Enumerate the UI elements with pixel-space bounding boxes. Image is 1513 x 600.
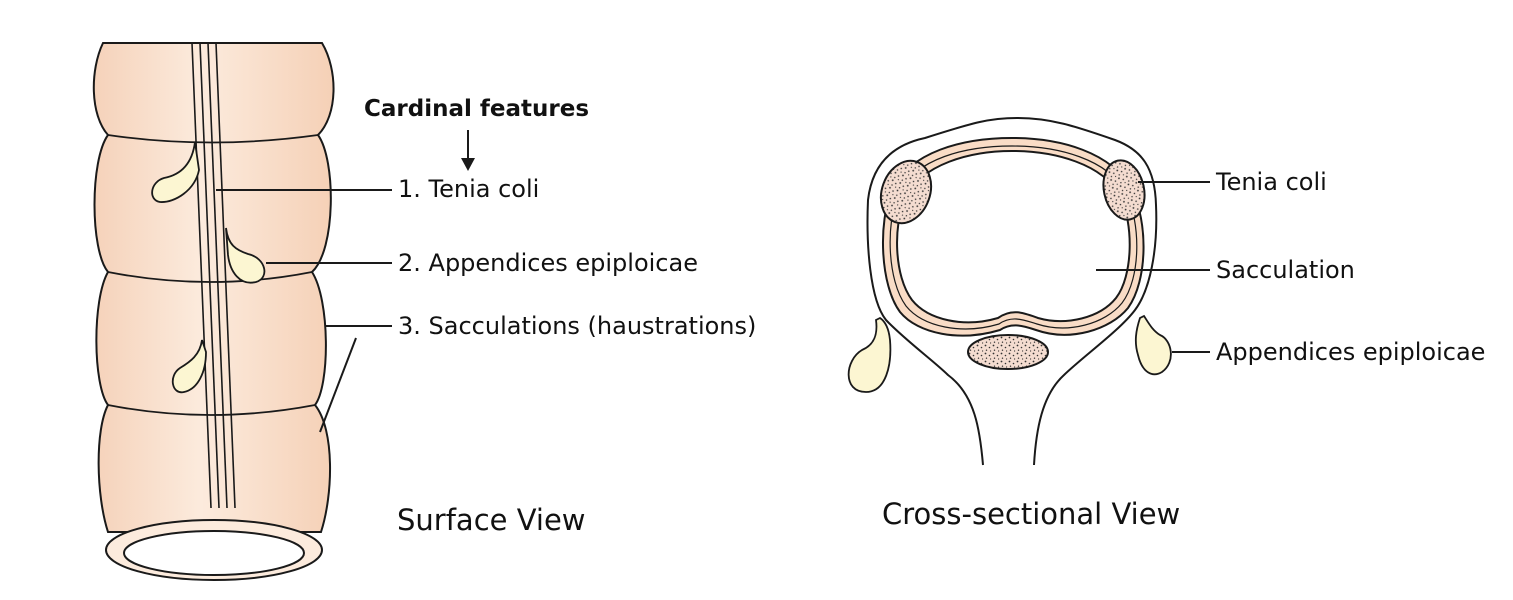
cardinal-features-heading: Cardinal features	[364, 96, 590, 122]
tenia-coli-section-right	[1102, 159, 1146, 221]
appendix-epiploica	[151, 141, 200, 203]
feature-label-appendices: 2. Appendices epiploicae	[398, 249, 698, 277]
cross-section-outer-outline	[866, 116, 1158, 466]
tenia-coli-section-left	[879, 159, 933, 225]
appendix-epiploica-section-right	[1134, 314, 1172, 376]
cross-section-leaders	[1096, 181, 1210, 353]
cs-label-tenia-coli: Tenia coli	[1216, 168, 1327, 196]
tenia-coli-band	[191, 42, 236, 509]
surface-view-colon	[92, 42, 335, 581]
tenia-coli-section-bottom	[967, 334, 1049, 370]
surface-view-caption: Surface View	[397, 503, 586, 537]
haustral-crease	[107, 404, 316, 416]
cross-section-lumen	[896, 149, 1131, 324]
appendix-epiploica-section-left	[847, 316, 892, 393]
cardinal-arrow-head	[461, 158, 475, 171]
leader-sacculations-2	[319, 337, 357, 433]
appendix-epiploica	[171, 339, 207, 394]
colon-open-end-inner	[123, 530, 305, 576]
feature-label-sacculations: 3. Sacculations (haustrations)	[398, 312, 757, 340]
cross-section-view	[847, 116, 1172, 466]
cs-label-appendices: Appendices epiploicae	[1216, 338, 1486, 366]
cross-section-caption: Cross-sectional View	[882, 497, 1181, 531]
cs-label-sacculation: Sacculation	[1216, 256, 1355, 284]
surface-view-leaders	[216, 130, 475, 433]
feature-label-tenia-coli: 1. Tenia coli	[398, 175, 540, 203]
colon-body	[92, 42, 335, 533]
appendix-epiploica	[225, 227, 266, 284]
